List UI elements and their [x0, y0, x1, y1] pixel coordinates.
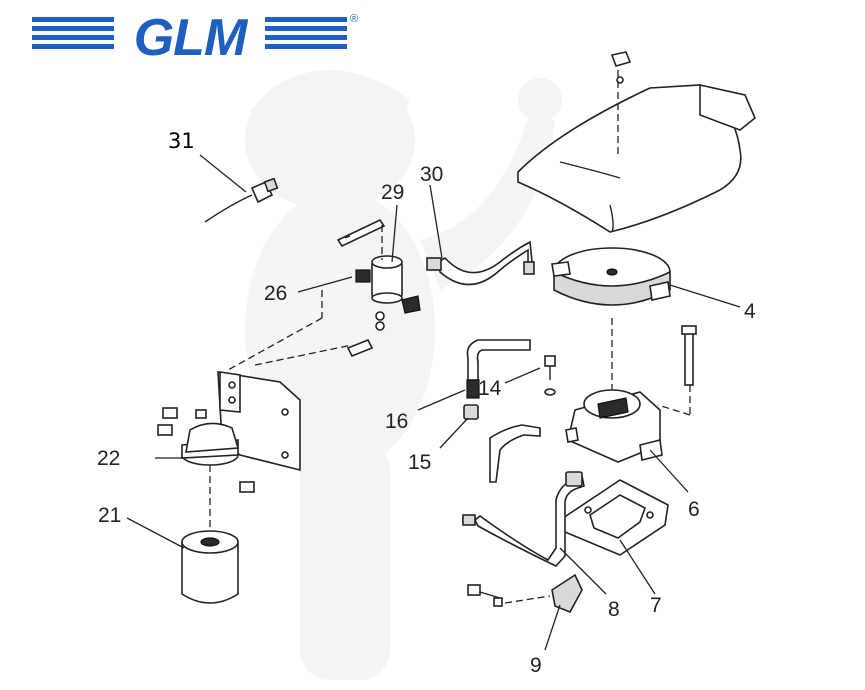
- callout-labels: 31 30 29 26 4 14 16 15 22 21 6 7 8 9: [97, 129, 756, 677]
- callout-31: 31: [168, 129, 195, 153]
- part-31-sensor: [199, 154, 279, 223]
- callout-29: 29: [381, 181, 404, 204]
- glm-logo: GLM ®: [32, 9, 358, 67]
- callout-22: 22: [97, 447, 120, 470]
- air-cleaner-housing: [517, 51, 756, 233]
- registered-mark: ®: [350, 13, 358, 25]
- callout-21: 21: [98, 504, 121, 527]
- part-16-15-fittings: [417, 339, 531, 449]
- logo-text: GLM: [134, 9, 249, 67]
- part-22-filter-head: [155, 407, 255, 535]
- mascot-watermark: [245, 70, 562, 680]
- part-14-bolt: [504, 355, 556, 396]
- callout-15: 15: [408, 451, 431, 474]
- part-21-filter-cartridge: [126, 517, 239, 604]
- callout-30: 30: [420, 163, 443, 186]
- part-4-flame-arrestor: [551, 247, 741, 392]
- callout-9: 9: [530, 654, 542, 677]
- callout-16: 16: [385, 410, 408, 433]
- callout-7: 7: [650, 594, 662, 617]
- callout-6: 6: [688, 498, 700, 521]
- part-29-fuel-filter: [336, 204, 421, 331]
- callout-4: 4: [744, 300, 756, 323]
- part-6-carburetor: [565, 325, 697, 493]
- part-8-fuel-line: [462, 424, 607, 595]
- callout-14: 14: [478, 377, 502, 400]
- part-30-hose: [426, 184, 535, 286]
- callout-26: 26: [264, 282, 287, 305]
- callout-8: 8: [608, 598, 620, 621]
- part-9-clip: [467, 573, 583, 651]
